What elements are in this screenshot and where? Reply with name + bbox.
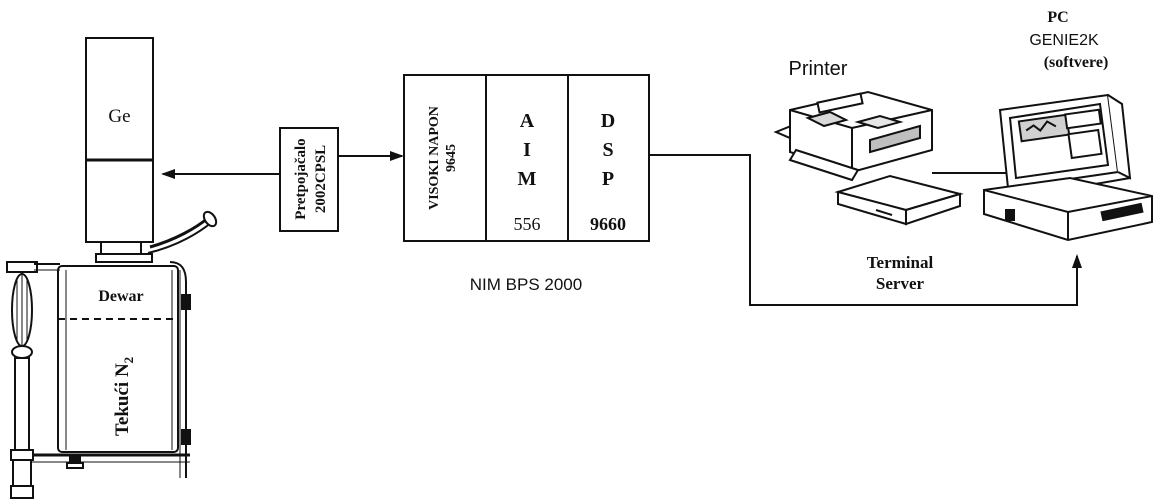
preamp-label-line2: 2002CPSL [313, 145, 329, 213]
pc-label-line2: GENIE2K [1029, 32, 1099, 49]
terminal-server-icon [834, 174, 964, 226]
aim-letter-i: I [523, 139, 531, 161]
dsp-letter-d: D [601, 110, 615, 132]
dsp-letter-p: P [602, 168, 614, 190]
printer-label: Printer [789, 58, 848, 80]
pc-icon [983, 93, 1153, 242]
pc-label-line1: PC [1047, 9, 1068, 26]
aim-letter-m: M [518, 168, 537, 190]
connection-nim-to-terminal [649, 154, 1082, 306]
nim-caption: NIM BPS 2000 [470, 275, 582, 294]
terminal-server-label-line1: Terminal [867, 253, 934, 272]
liquid-nitrogen-label: Tekući N2 [112, 357, 136, 436]
preamp-label-line1: Pretpojačalo [293, 138, 309, 219]
hv-label-line2: 9645 [444, 144, 459, 172]
ge-label: Ge [108, 106, 130, 127]
detector-assembly [6, 37, 218, 499]
dewar-label: Dewar [98, 288, 143, 305]
aim-model-number: 556 [514, 214, 541, 234]
terminal-server-label-line2: Server [876, 274, 925, 293]
dsp-model-number: 9660 [590, 214, 626, 234]
detector-housing [85, 159, 154, 243]
hv-label-line1: VISOKI NAPON [427, 106, 442, 210]
aim-letter-a: A [520, 110, 535, 132]
printer-icon [773, 90, 933, 182]
ge-crystal [85, 37, 154, 161]
dsp-letter-s: S [602, 139, 613, 161]
preamp-box [279, 127, 339, 232]
pc-label-line3: (softvere) [1044, 54, 1109, 71]
dewar [57, 265, 179, 453]
nim-bin [403, 74, 650, 242]
